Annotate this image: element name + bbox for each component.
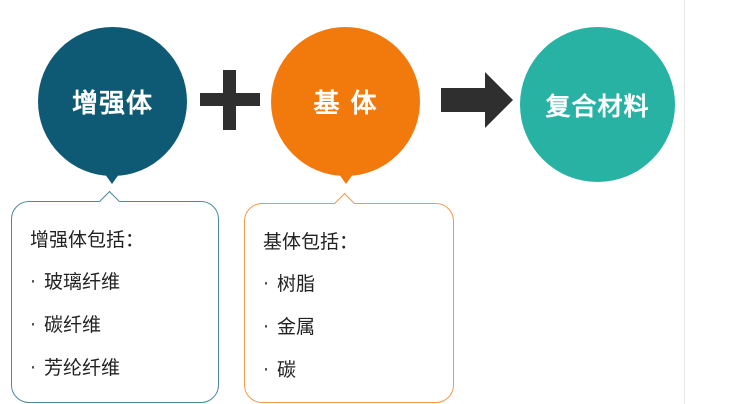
reinforcement-box-title: 增强体包括： bbox=[30, 229, 145, 251]
arrow-shape bbox=[441, 72, 513, 128]
matrix-label: 基 体 bbox=[313, 89, 378, 119]
composite-label: 复合材料 bbox=[545, 91, 650, 121]
bullet-icon: · bbox=[30, 271, 37, 293]
list-item: ·芳纶纤维 bbox=[30, 357, 121, 379]
list-item: ·碳纤维 bbox=[30, 314, 102, 336]
list-item: ·碳 bbox=[263, 359, 297, 381]
list-item: ·金属 bbox=[263, 316, 316, 338]
bullet-icon: · bbox=[263, 273, 270, 295]
reinforcement-box-notch bbox=[98, 190, 121, 213]
matrix-callout-tail bbox=[336, 170, 356, 184]
reinforcement-box-content: 增强体包括： ·玻璃纤维 ·碳纤维 ·芳纶纤维 bbox=[30, 228, 210, 399]
reinforcement-info-box: 增强体包括： ·玻璃纤维 ·碳纤维 ·芳纶纤维 bbox=[11, 190, 219, 403]
matrix-info-box: 基体包括： ·树脂 ·金属 ·碳 bbox=[244, 192, 454, 403]
matrix-box-title: 基体包括： bbox=[263, 231, 359, 253]
arrow-right-icon bbox=[441, 72, 513, 128]
matrix-box-notch bbox=[333, 192, 356, 215]
plus-vertical-bar bbox=[223, 70, 236, 130]
reinforcement-label: 增强体 bbox=[71, 89, 153, 119]
list-item: ·树脂 bbox=[263, 273, 316, 295]
reinforcement-circle: 增强体 bbox=[38, 27, 187, 176]
bullet-icon: · bbox=[263, 359, 270, 381]
plus-icon bbox=[200, 70, 260, 130]
reinforcement-list: ·玻璃纤维 ·碳纤维 ·芳纶纤维 bbox=[30, 270, 210, 380]
matrix-box-content: 基体包括： ·树脂 ·金属 ·碳 bbox=[263, 230, 445, 401]
matrix-list: ·树脂 ·金属 ·碳 bbox=[263, 272, 445, 382]
composite-circle: 复合材料 bbox=[520, 27, 675, 182]
bullet-icon: · bbox=[263, 316, 270, 338]
right-edge-divider bbox=[684, 0, 685, 404]
list-item: ·玻璃纤维 bbox=[30, 271, 121, 293]
matrix-circle: 基 体 bbox=[271, 27, 420, 176]
reinforcement-callout-tail bbox=[102, 170, 122, 184]
bullet-icon: · bbox=[30, 357, 37, 379]
bullet-icon: · bbox=[30, 314, 37, 336]
